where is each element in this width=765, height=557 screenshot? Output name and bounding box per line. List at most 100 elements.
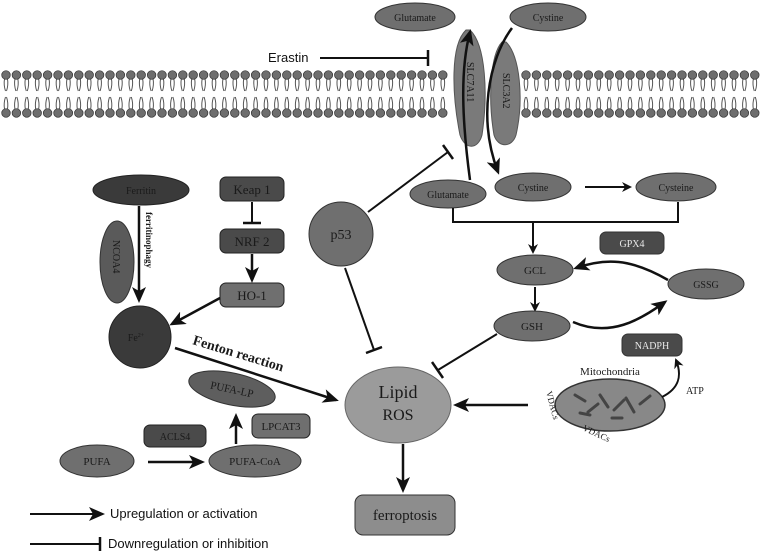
lipid-tail: [55, 96, 58, 110]
nadph-label: NADPH: [635, 341, 669, 352]
lipid-tail: [744, 96, 747, 110]
lipid-tail: [253, 96, 256, 110]
lipid-tail: [422, 96, 425, 110]
lipid-head: [63, 70, 74, 80]
lipid-tail: [523, 78, 526, 92]
lipid-tail: [232, 96, 235, 110]
lipid-tail: [16, 78, 19, 92]
lipid-head: [386, 108, 396, 118]
lipid-tail: [203, 78, 206, 92]
lipid-tail: [554, 78, 558, 92]
lipid-tail: [565, 78, 568, 92]
lipid-tail: [401, 78, 404, 92]
lipid-tail: [419, 78, 422, 92]
lipid-tail: [328, 96, 331, 110]
lipid-head: [552, 70, 562, 80]
lipid-tail: [86, 96, 90, 110]
lipid-tail: [640, 96, 643, 110]
lipid-tail: [211, 96, 214, 110]
lipid-tail: [284, 78, 287, 92]
lipid-tail: [630, 78, 633, 92]
lipid-head: [11, 70, 22, 80]
lipid-head: [552, 108, 562, 118]
lipid-head: [250, 70, 261, 80]
gsh-label: GSH: [521, 321, 543, 333]
lipid-tail: [432, 96, 435, 110]
legend-activation-label: Upregulation or activation: [110, 506, 257, 521]
lipid-tail: [731, 78, 734, 92]
lipid-tail: [658, 96, 662, 110]
lipid-head: [750, 108, 760, 118]
p53-label: p53: [331, 228, 352, 243]
lipid-tail: [346, 96, 350, 110]
lipid-tail: [367, 78, 370, 92]
lipid-head: [42, 108, 53, 118]
lipid-tail: [401, 96, 404, 110]
lipid-tail: [118, 78, 121, 92]
lipid-tail: [159, 78, 162, 92]
lipid-tail: [203, 96, 206, 110]
cysteine-label: Cysteine: [659, 183, 695, 194]
lipid-tail: [578, 96, 581, 110]
lipid-tail: [162, 78, 165, 92]
lipid-tail: [692, 96, 695, 110]
cysteine-node: Cysteine: [635, 172, 717, 202]
slc7a11-transporter: SLC7A11: [453, 29, 486, 147]
lipid-tail: [650, 96, 654, 110]
lipid-tail: [172, 96, 175, 110]
lipid-tail: [141, 78, 144, 92]
atp-label: ATP: [686, 386, 704, 397]
lipid-tail: [669, 78, 672, 92]
lipid-tail: [47, 96, 50, 110]
lipid-tail: [130, 96, 134, 110]
lipid-tail: [380, 78, 383, 92]
lipid-head: [604, 108, 614, 118]
lipid-tail: [190, 96, 194, 110]
lipid-head: [74, 108, 84, 118]
lipid-tail: [14, 96, 17, 110]
lipid-head: [739, 70, 750, 80]
lipid-tail: [97, 96, 100, 110]
lipid-head: [521, 108, 531, 118]
lipid-tail: [294, 78, 298, 92]
lipid-tail: [266, 96, 269, 110]
lipid-tail: [336, 96, 339, 110]
fe2-node: Fe2+: [108, 305, 172, 369]
lipid-head: [635, 70, 646, 80]
lipid-tail: [648, 78, 651, 92]
lipid-head: [375, 108, 386, 118]
lipid-head: [209, 108, 219, 118]
lipid-tail: [359, 78, 362, 92]
lipid-tail: [6, 78, 9, 92]
lipid-tail: [554, 96, 558, 110]
lipid-tail: [58, 96, 61, 110]
ferritin-node: Ferritin: [92, 174, 190, 206]
lipid-tail: [638, 96, 641, 110]
lipid-tail: [617, 78, 620, 92]
lipid-head: [323, 70, 334, 80]
lipid-head: [698, 70, 708, 80]
lipid-head: [22, 108, 32, 118]
lipid-tail: [276, 96, 279, 110]
lipid-head: [22, 70, 32, 80]
lipid-head: [313, 108, 323, 118]
gsh-inhibition-bar: [430, 361, 445, 379]
lipid-tail: [523, 96, 526, 110]
lipid-head: [354, 70, 365, 80]
lipid-head: [126, 70, 136, 80]
lipid-head: [115, 108, 126, 118]
lipid-head: [63, 108, 74, 118]
p53-lipid-bar: [365, 345, 383, 355]
lipid-tail: [349, 96, 352, 110]
slc7a11-label: SLC7A11: [464, 62, 475, 102]
cystine-import-arrow: [486, 27, 514, 175]
lipid-tail: [586, 78, 589, 92]
lipid-tail: [742, 96, 745, 110]
lipid-tail: [234, 78, 238, 92]
lipid-tail: [263, 78, 266, 92]
lipid-tail: [378, 78, 381, 92]
lipid-tail: [682, 78, 685, 92]
lipid-tail: [713, 96, 716, 110]
lipid-tail: [619, 96, 622, 110]
lipid-tail: [627, 96, 630, 110]
